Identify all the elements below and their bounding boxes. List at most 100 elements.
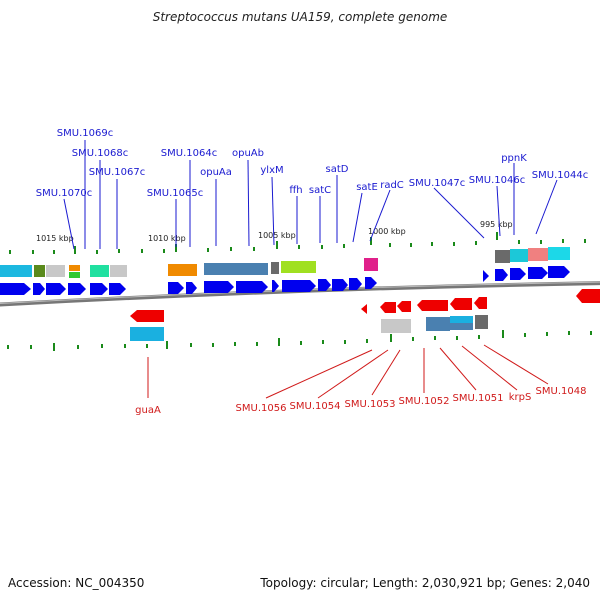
tick-mark <box>389 243 391 247</box>
tick-mark <box>101 344 103 348</box>
tick-mark <box>163 249 165 253</box>
tick-mark <box>431 242 433 246</box>
leader-line <box>352 192 363 243</box>
feature-box <box>271 262 279 274</box>
gene-label: radC <box>380 180 404 191</box>
cds-arrow <box>510 268 526 280</box>
tick-mark <box>584 239 586 243</box>
leader-line <box>317 349 389 399</box>
gene-label: SMU.1070c <box>36 188 92 199</box>
cds-arrow <box>33 283 45 295</box>
accession-label: Accession: NC_004350 <box>8 576 145 590</box>
gene-label: SMU.1067c <box>89 167 145 178</box>
tick-mark <box>53 250 55 254</box>
reverse-feature-track <box>130 315 488 341</box>
tick-mark <box>256 342 258 346</box>
leader-line <box>265 349 373 399</box>
gene-label: ffh <box>289 185 302 196</box>
lower-tick-marks <box>7 330 592 351</box>
leader-line <box>371 349 401 396</box>
tick-mark <box>298 245 300 249</box>
tick-mark <box>590 331 592 335</box>
cds-arrow <box>349 278 362 290</box>
tick-mark <box>166 341 168 349</box>
leader-line <box>271 176 275 246</box>
tick-mark <box>9 250 11 254</box>
cds-arrow <box>282 280 316 292</box>
cds-arrow <box>168 282 184 294</box>
tick-mark <box>141 249 143 253</box>
cds-arrow <box>0 283 31 295</box>
gene-label: SMU.1064c <box>161 148 217 159</box>
feature-box <box>34 265 45 277</box>
leader-line <box>496 185 501 237</box>
cds-arrow <box>204 281 234 293</box>
leader-line <box>247 159 250 247</box>
feature-box <box>548 247 570 260</box>
reverse-leader-lines <box>147 344 549 399</box>
tick-mark <box>32 250 34 254</box>
tick-mark <box>124 344 126 348</box>
cds-arrow <box>548 266 570 278</box>
feature-box <box>46 265 65 277</box>
map-title: Streptococcus mutans UA159, complete gen… <box>152 10 448 24</box>
feature-box <box>0 265 32 277</box>
gene-label: SMU.1068c <box>72 148 128 159</box>
gene-label: ylxM <box>260 165 283 176</box>
tick-mark <box>207 248 209 252</box>
tick-mark <box>456 336 458 340</box>
tick-mark <box>175 244 177 252</box>
kbp-label: 1010 kbp <box>148 234 186 243</box>
tick-mark <box>412 337 414 341</box>
tick-mark <box>562 239 564 243</box>
gene-label: SMU.1052 <box>399 396 450 407</box>
tick-mark <box>77 345 79 349</box>
tick-mark <box>502 330 504 338</box>
tick-mark <box>518 240 520 244</box>
kbp-label: 1015 kbp <box>36 234 74 243</box>
tick-mark <box>540 240 542 244</box>
tick-mark <box>74 246 76 254</box>
cds-arrow <box>474 297 487 309</box>
cds-arrow <box>68 283 86 295</box>
cds-arrow <box>236 281 268 293</box>
feature-box <box>69 272 80 278</box>
feature-box <box>204 263 268 275</box>
tick-mark <box>118 249 120 253</box>
tick-mark <box>190 343 192 347</box>
tick-mark <box>321 245 323 249</box>
feature-box <box>69 265 80 271</box>
gene-label: SMU.1065c <box>147 188 203 199</box>
tick-mark <box>146 344 148 348</box>
tick-mark <box>366 339 368 343</box>
feature-box <box>510 249 528 262</box>
kbp-label: 1005 kbp <box>258 231 296 240</box>
leader-line <box>433 187 485 239</box>
tick-mark <box>475 241 477 245</box>
leader-line <box>439 347 477 391</box>
genome-summary: Topology: circular; Length: 2,030,921 bp… <box>260 576 590 590</box>
cds-arrow <box>130 310 164 322</box>
tick-mark <box>344 340 346 344</box>
gene-label: SMU.1056 <box>236 403 287 414</box>
reverse-cds-track <box>130 289 600 322</box>
gene-label: SMU.1048 <box>536 386 587 397</box>
cds-arrow <box>365 277 377 289</box>
kbp-label: 995 kbp <box>480 220 513 229</box>
cds-arrow <box>450 298 472 310</box>
gene-label: satE <box>356 182 378 193</box>
leader-line <box>461 345 518 391</box>
gene-label: satD <box>326 164 349 175</box>
gene-label: guaA <box>135 405 161 416</box>
cds-arrow <box>417 300 448 311</box>
tick-mark <box>478 335 480 339</box>
reverse-gene-labels: guaA SMU.1056 SMU.1054 SMU.1053 SMU.1052… <box>135 386 586 416</box>
feature-box <box>110 265 127 277</box>
feature-box <box>381 319 411 333</box>
feature-box <box>90 265 109 277</box>
gene-label: SMU.1051 <box>453 393 504 404</box>
feature-box <box>364 258 378 271</box>
cds-arrow <box>186 282 197 294</box>
tick-mark <box>390 334 392 342</box>
tick-mark <box>7 345 9 349</box>
